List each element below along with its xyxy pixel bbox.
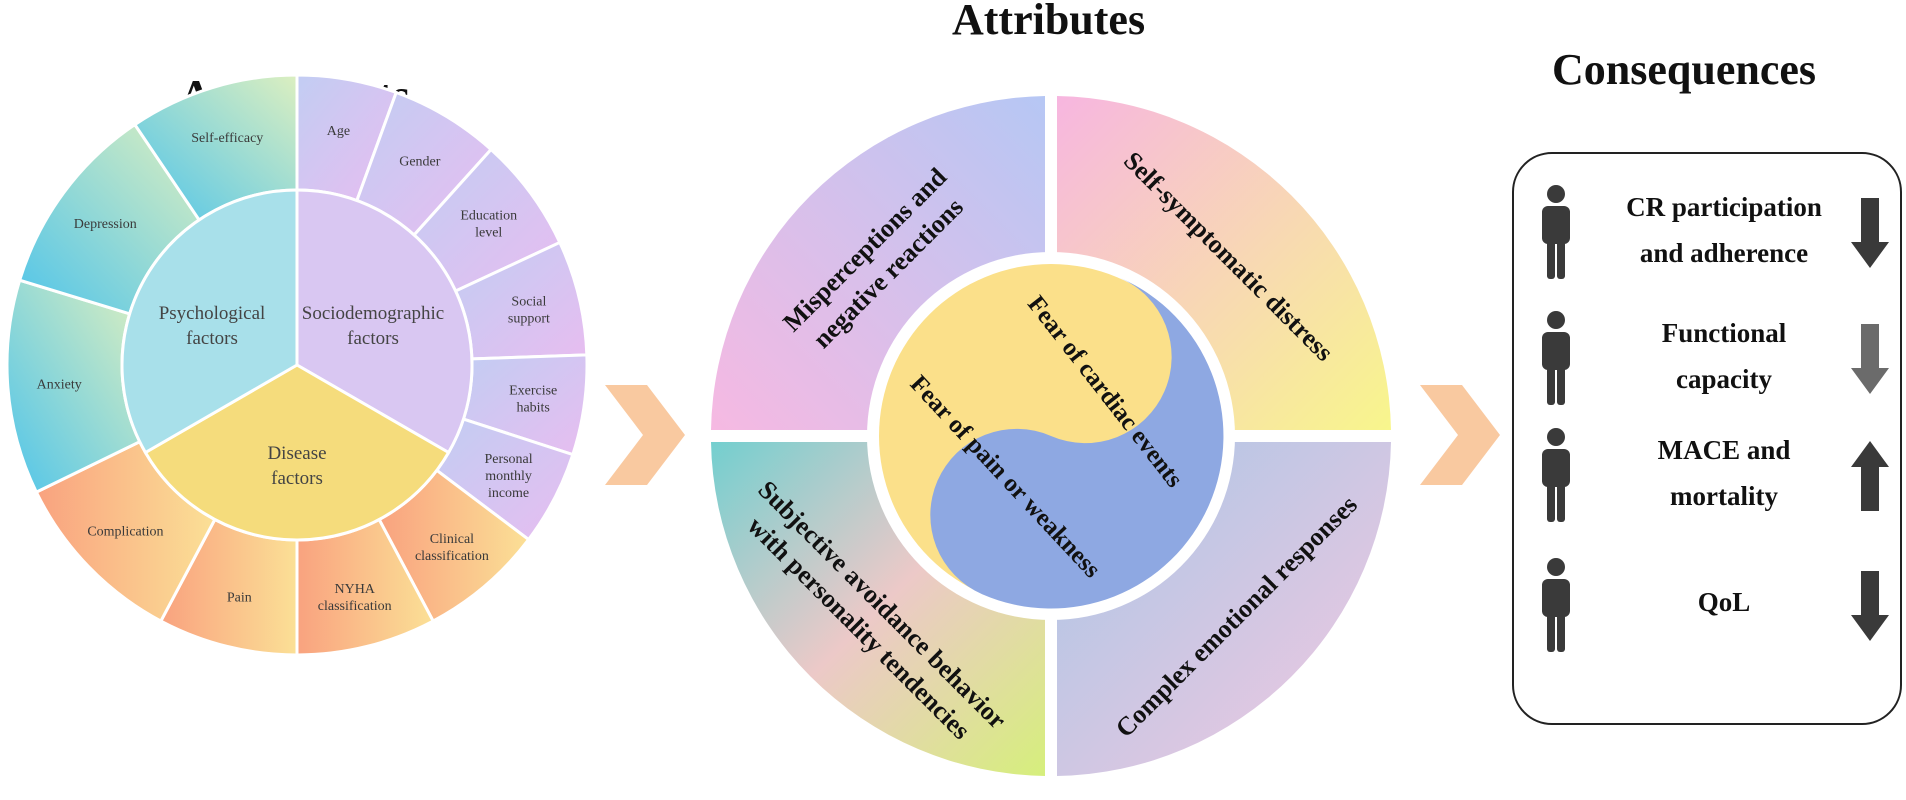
arrow-down-icon	[1851, 571, 1889, 641]
consequences-title: Consequences	[1552, 45, 1817, 94]
person-icon	[1542, 558, 1570, 652]
outer-label-anxiety: Anxiety	[37, 378, 82, 393]
outer-label-age: Age	[327, 124, 350, 139]
inner-sector-disease	[143, 363, 451, 542]
consequence-label: QoL	[1589, 579, 1859, 625]
chevron-arrow-attributes-consequences	[1420, 385, 1500, 485]
consequence-item: CR participation and adherence	[1514, 176, 1904, 286]
consequence-label: MACE and mortality	[1589, 427, 1859, 519]
outer-label-self-efficacy: Self-efficacy	[191, 131, 263, 146]
outer-label-complication: Complication	[87, 525, 163, 540]
yang-fear-cardiac	[930, 277, 1224, 609]
consequence-label-line: and adherence	[1639, 238, 1809, 268]
consequence-label-line: QoL	[1697, 587, 1751, 617]
arrow-down-icon	[1851, 198, 1889, 268]
consequence-label-line: MACE and	[1657, 435, 1791, 465]
consequence-label-line: CR participation	[1626, 192, 1822, 222]
arrow-up-icon	[1851, 441, 1889, 511]
person-icon	[1542, 311, 1570, 405]
outer-label-depression: Depression	[74, 217, 137, 232]
consequence-label: CR participation and adherence	[1589, 184, 1859, 276]
consequence-label-line: Functional	[1661, 318, 1787, 348]
consequence-item: QoL	[1514, 549, 1904, 659]
consequence-label-line: capacity	[1676, 364, 1772, 394]
consequence-label-line: mortality	[1670, 481, 1778, 511]
attributes-title: Attributes	[952, 0, 1146, 44]
person-icon	[1542, 185, 1570, 279]
inner-sector-sociodemographic	[295, 188, 474, 455]
outer-label-pain: Pain	[227, 590, 252, 605]
inner-sector-psychological	[120, 188, 299, 455]
arrow-down-icon	[1851, 324, 1889, 394]
chevron-arrow-antecedents-attributes	[605, 385, 685, 485]
consequence-item: Functional capacity	[1514, 302, 1904, 412]
outer-label-gender: Gender	[399, 154, 441, 169]
person-icon	[1542, 428, 1570, 522]
consequence-item: MACE and mortality	[1514, 419, 1904, 529]
consequence-label: Functional capacity	[1589, 310, 1859, 402]
